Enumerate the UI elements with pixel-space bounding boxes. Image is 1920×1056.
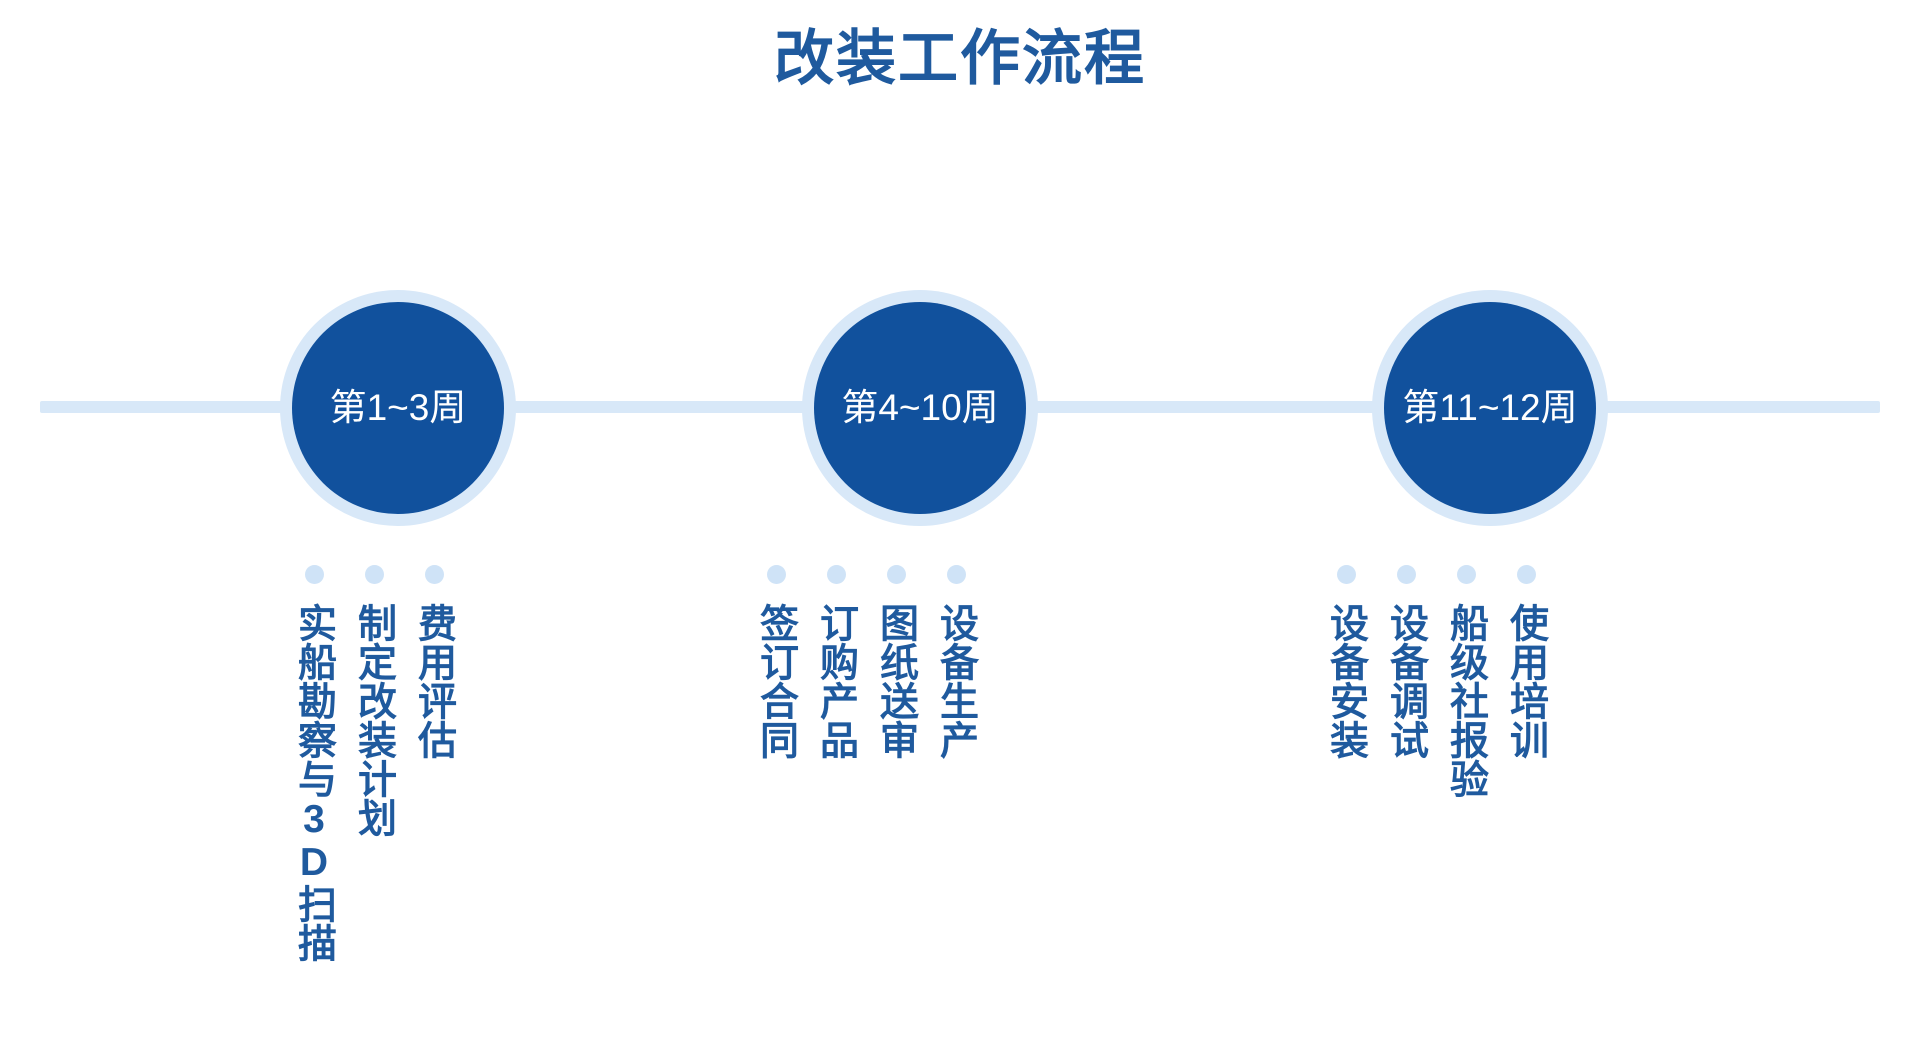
task-label: 签订合同 <box>754 603 798 759</box>
task-label: 使用培训 <box>1504 603 1548 759</box>
task-item[interactable]: 费用评估 <box>404 565 464 759</box>
task-item[interactable]: 设备调试 <box>1376 565 1436 759</box>
task-label: 实船勘察与3D扫描 <box>292 603 336 962</box>
task-item[interactable]: 图纸送审 <box>866 565 926 759</box>
milestone-3[interactable]: 第11~12周 <box>1372 290 1608 526</box>
task-label: 图纸送审 <box>874 603 918 759</box>
task-label: 设备生产 <box>934 603 978 759</box>
task-item[interactable]: 船级社报验 <box>1436 565 1496 798</box>
milestone-disc: 第11~12周 <box>1384 302 1596 514</box>
task-label: 制定改装计划 <box>352 603 396 837</box>
bullet-dot-icon <box>304 565 324 584</box>
task-item[interactable]: 签订合同 <box>746 565 806 759</box>
bullet-dot-icon <box>766 565 786 584</box>
milestone-label: 第11~12周 <box>1402 387 1578 428</box>
bullet-dot-icon <box>1396 565 1416 584</box>
milestone-disc: 第4~10周 <box>814 302 1026 514</box>
task-item[interactable]: 实船勘察与3D扫描 <box>284 565 344 962</box>
task-group-2: 设备生产图纸送审订购产品签订合同 <box>746 565 986 759</box>
task-group-1: 费用评估制定改装计划实船勘察与3D扫描 <box>284 565 464 962</box>
milestone-2[interactable]: 第4~10周 <box>802 290 1038 526</box>
milestone-1[interactable]: 第1~3周 <box>280 290 516 526</box>
milestone-label: 第1~3周 <box>329 387 467 428</box>
task-group-3: 使用培训船级社报验设备调试设备安装 <box>1316 565 1556 798</box>
bullet-dot-icon <box>826 565 846 584</box>
task-item[interactable]: 设备生产 <box>926 565 986 759</box>
task-item[interactable]: 订购产品 <box>806 565 866 759</box>
milestone-disc: 第1~3周 <box>292 302 504 514</box>
task-label: 船级社报验 <box>1444 603 1488 798</box>
bullet-dot-icon <box>886 565 906 584</box>
bullet-dot-icon <box>1516 565 1536 584</box>
task-label: 订购产品 <box>814 603 858 759</box>
milestone-label: 第4~10周 <box>841 387 999 428</box>
task-item[interactable]: 制定改装计划 <box>344 565 404 837</box>
bullet-dot-icon <box>364 565 384 584</box>
task-label: 费用评估 <box>412 603 456 759</box>
bullet-dot-icon <box>946 565 966 584</box>
page-title: 改装工作流程 <box>774 25 1146 92</box>
bullet-dot-icon <box>424 565 444 584</box>
task-label: 设备安装 <box>1324 603 1368 759</box>
task-item[interactable]: 设备安装 <box>1316 565 1376 759</box>
task-label: 设备调试 <box>1384 603 1428 759</box>
bullet-dot-icon <box>1336 565 1356 584</box>
task-item[interactable]: 使用培训 <box>1496 565 1556 759</box>
bullet-dot-icon <box>1456 565 1476 584</box>
